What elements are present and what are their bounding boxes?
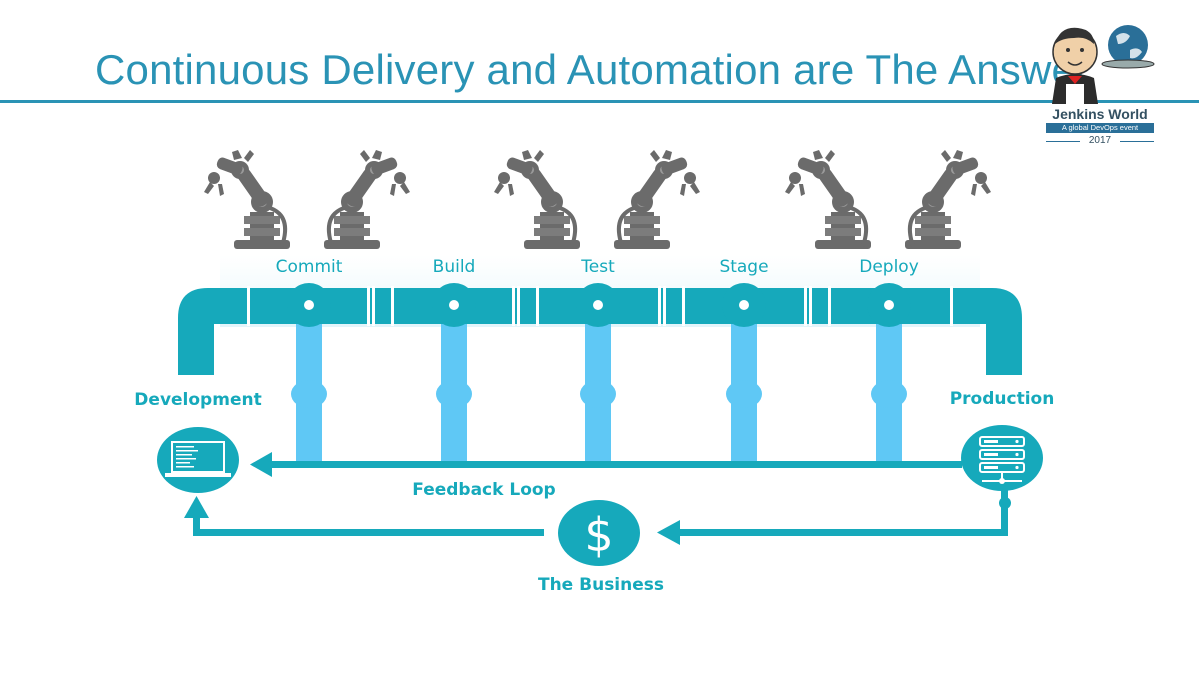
globe-icon <box>1101 25 1155 69</box>
robot-arm-icon <box>492 148 702 251</box>
production-label: Production <box>949 389 1055 409</box>
stage-label-test: Test <box>581 257 615 277</box>
logo-year: 2017 <box>1046 135 1154 146</box>
laptop-icon <box>157 427 239 493</box>
robot-arm-icon <box>202 148 412 251</box>
feedback-loop-arrow <box>250 452 962 477</box>
development-label: Development <box>134 390 262 410</box>
stage-label-stage: Stage <box>719 257 769 277</box>
feedback-loop-label: Feedback Loop <box>412 480 556 500</box>
jenkins-butler-icon <box>1052 27 1098 104</box>
stage-label-commit: Commit <box>275 257 343 277</box>
main-pipe <box>178 283 1022 375</box>
robot-arm-icon <box>783 148 993 251</box>
logo-tagline: A global DevOps event <box>1046 123 1154 133</box>
server-icon <box>961 425 1043 491</box>
dollar-icon: $ <box>558 500 640 566</box>
stage-label-deploy: Deploy <box>859 257 919 277</box>
title-divider <box>0 100 1199 103</box>
stage-label-build: Build <box>432 257 476 277</box>
business-loop-arrow <box>184 480 1011 545</box>
dollar-symbol: $ <box>584 508 613 562</box>
business-label: The Business <box>537 575 665 595</box>
valve-pipes <box>291 322 907 462</box>
logo-name: Jenkins World <box>1052 106 1148 122</box>
page-title: Continuous Delivery and Automation are T… <box>95 46 1090 93</box>
